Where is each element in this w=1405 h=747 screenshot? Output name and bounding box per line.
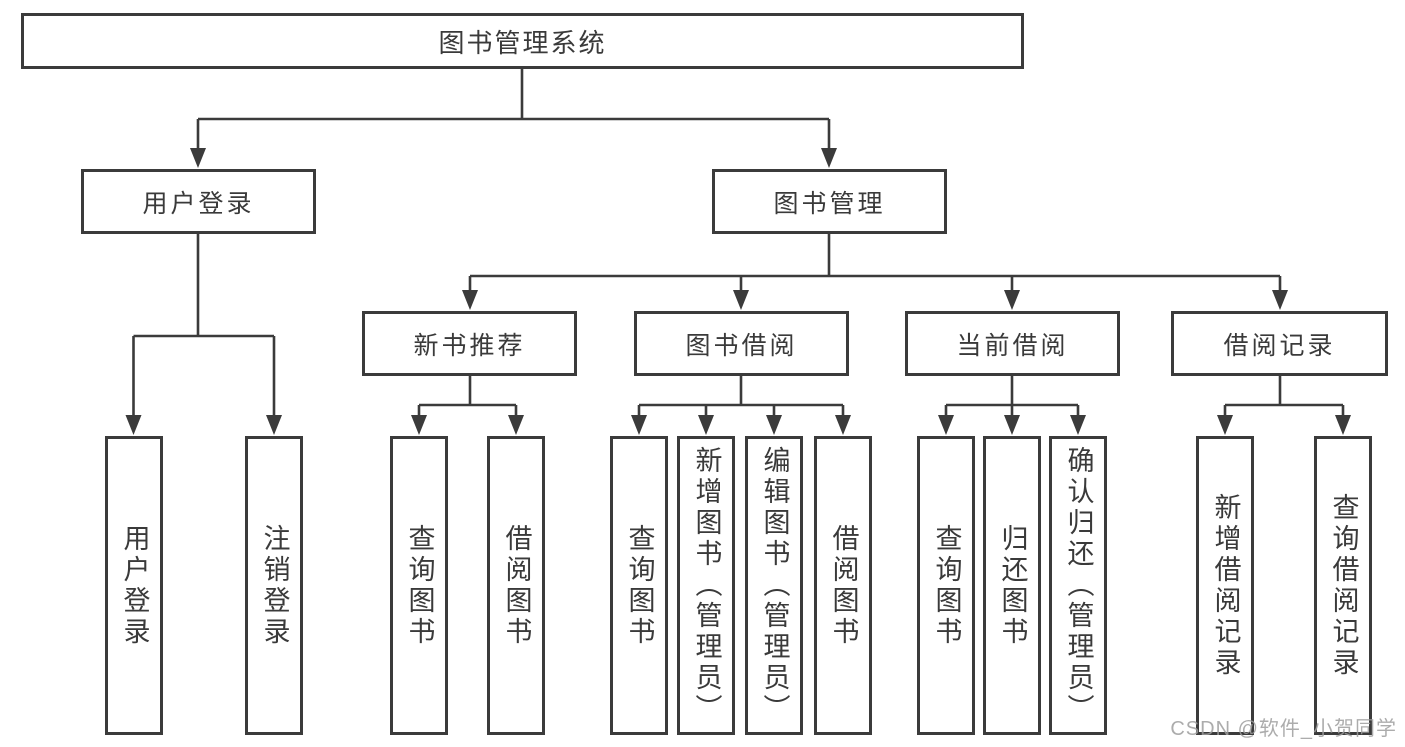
leaf-cb-return-books-label: 归还图书 <box>997 523 1028 648</box>
node-current-borrowing-label: 当前借阅 <box>956 331 1069 360</box>
leaf-cb-query-books: 查询图书 <box>917 436 975 735</box>
leaf-user-login: 用户登录 <box>105 436 163 735</box>
node-new-book-recommend: 新书推荐 <box>362 311 577 376</box>
node-book-borrowing: 图书借阅 <box>634 311 849 376</box>
watermark: CSDN @软件_小贺同学 <box>1170 718 1397 740</box>
leaf-rec-query-books-label: 查询图书 <box>404 523 435 648</box>
leaf-rec-query-books: 查询图书 <box>390 436 448 735</box>
connector-stems <box>132 69 1345 418</box>
arrowheads <box>125 148 1351 435</box>
leaf-user-login-label: 用户登录 <box>119 523 150 648</box>
node-book-management: 图书管理 <box>712 169 947 234</box>
leaf-br-query-record-label: 查询借阅记录 <box>1328 492 1359 679</box>
node-current-borrowing: 当前借阅 <box>905 311 1120 376</box>
leaf-logout-login-label: 注销登录 <box>259 523 290 648</box>
node-book-borrowing-label: 图书借阅 <box>685 331 798 360</box>
node-book-management-label: 图书管理 <box>773 189 886 218</box>
leaf-bb-query-books-label: 查询图书 <box>624 523 655 648</box>
leaf-rec-borrow-books-label: 借阅图书 <box>501 523 532 648</box>
leaf-bb-borrow-books-label: 借阅图书 <box>828 523 859 648</box>
node-root-label: 图书管理系统 <box>438 27 607 58</box>
leaf-logout-login: 注销登录 <box>245 436 303 735</box>
leaf-br-query-record: 查询借阅记录 <box>1314 436 1372 735</box>
leaf-rec-borrow-books: 借阅图书 <box>487 436 545 735</box>
leaf-br-add-record: 新增借阅记录 <box>1196 436 1254 735</box>
leaf-bb-add-books-admin-label: 新增图书（管理员） <box>691 446 722 725</box>
leaf-bb-query-books: 查询图书 <box>610 436 668 735</box>
leaf-bb-add-books-admin: 新增图书（管理员） <box>677 436 735 735</box>
node-new-book-recommend-label: 新书推荐 <box>413 331 526 360</box>
leaf-br-add-record-label: 新增借阅记录 <box>1210 492 1241 679</box>
leaf-bb-edit-books-admin: 编辑图书（管理员） <box>745 436 803 735</box>
leaf-bb-edit-books-admin-label: 编辑图书（管理员） <box>759 446 790 725</box>
node-borrowing-records-label: 借阅记录 <box>1223 331 1336 360</box>
leaf-cb-return-books: 归还图书 <box>983 436 1041 735</box>
leaf-bb-borrow-books: 借阅图书 <box>814 436 872 735</box>
node-borrowing-records: 借阅记录 <box>1171 311 1388 376</box>
node-root: 图书管理系统 <box>21 13 1024 69</box>
node-user-login-label: 用户登录 <box>142 189 255 218</box>
leaf-cb-query-books-label: 查询图书 <box>931 523 962 648</box>
leaf-cb-confirm-return-admin-label: 确认归还（管理员） <box>1063 446 1094 725</box>
leaf-cb-confirm-return-admin: 确认归还（管理员） <box>1049 436 1107 735</box>
node-user-login: 用户登录 <box>81 169 316 234</box>
